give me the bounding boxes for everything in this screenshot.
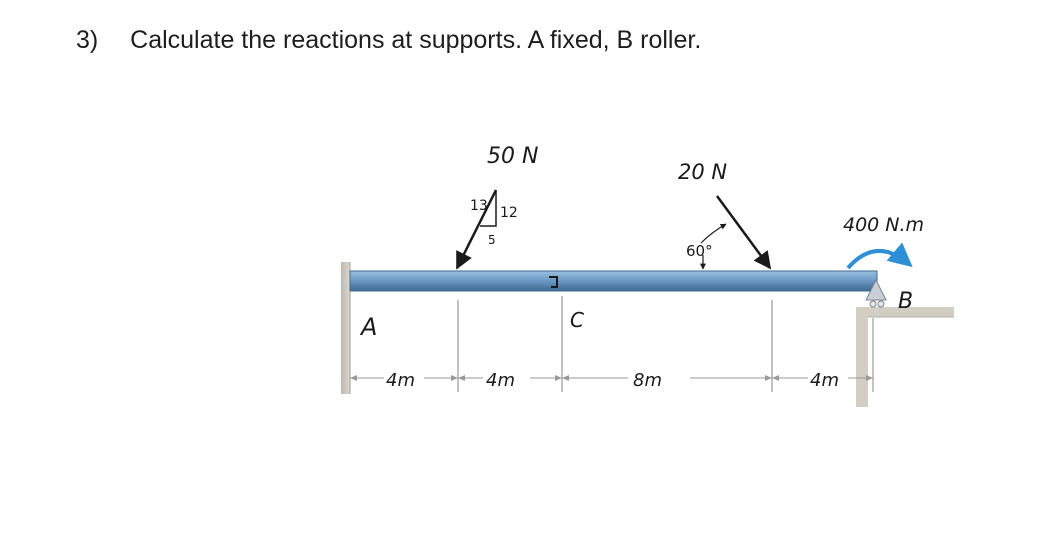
beam [349,270,878,292]
dimension-arrows [350,375,873,381]
moment-label: 400 N.m [843,214,924,236]
question-number: 3) [76,26,99,54]
point-c-label: C [570,308,584,332]
slope-vert-label: 12 [500,205,518,221]
dimension-label-4: 4m [810,370,839,391]
question-statement: Calculate the reactions at supports. A f… [130,26,702,54]
question-text: 3) Calculate the reactions at supports. … [76,26,701,55]
angle-60-arc [700,223,727,244]
roller-support [865,278,887,308]
point-a-label: A [359,313,377,341]
ledge-top [856,307,954,317]
force-50n-label: 50 N [487,144,538,169]
slope-horiz-label: 5 [488,233,496,247]
moment-arrow [846,242,913,270]
dimension-ticks [457,296,874,392]
fixed-support-wall [341,262,350,394]
dimension-label-3: 8m [633,370,662,391]
point-b-label: B [898,289,913,314]
slope-hyp-label: 13 [470,198,488,214]
point-c-marker [549,276,558,288]
slope-triangle [480,190,497,227]
dimension-label-1: 4m [386,370,415,391]
dimension-label-2: 4m [486,370,515,391]
force-50n-arrow [455,189,498,270]
angle-60-label: 60° [686,242,713,260]
ledge-post [856,307,868,407]
force-20n-label: 20 N [678,160,727,184]
force-20n-arrow [715,195,772,270]
